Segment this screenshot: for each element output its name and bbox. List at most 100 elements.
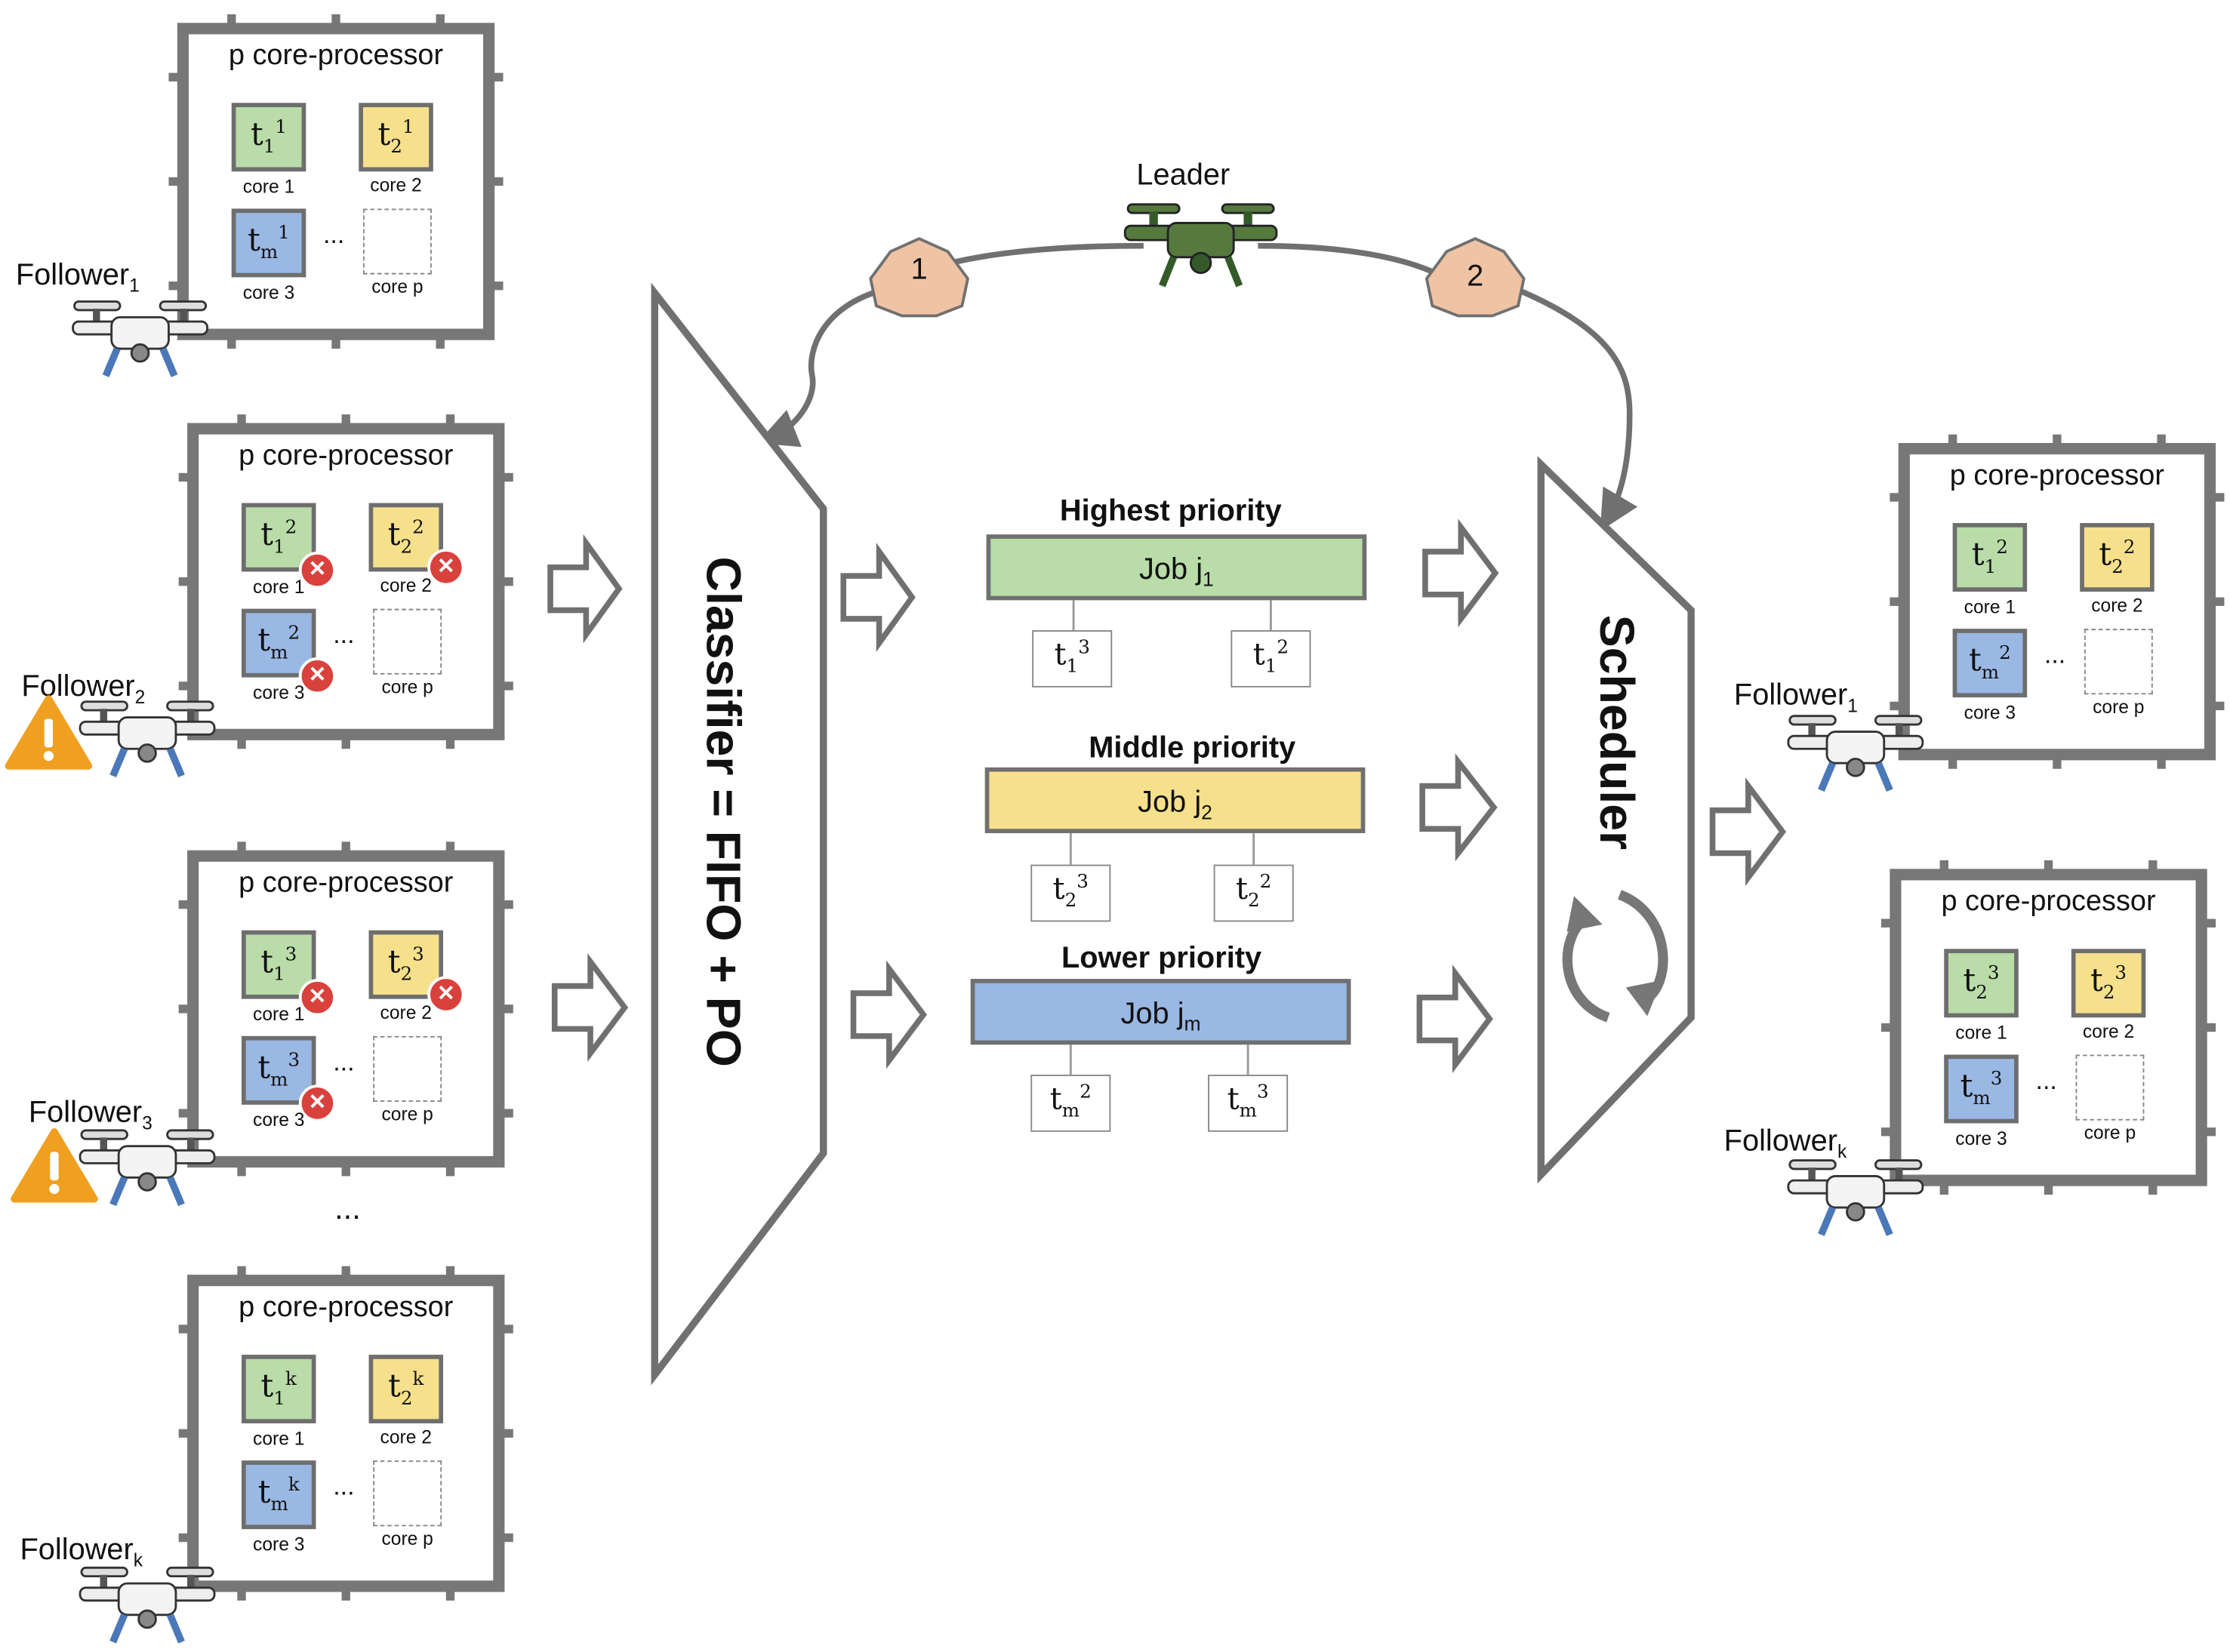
processor-pin [341,1266,350,1278]
core-2-label: core 2 [380,1426,432,1448]
processor-follower-1-left: p core-processor t11 core 1 t21 core 2 t… [168,14,504,349]
processor-pin [331,14,340,26]
processor-pin [2053,757,2062,769]
processor-pin [2044,860,2053,872]
follower-3-label: Follower3 [29,1096,152,1134]
core-2-label: core 2 [2082,1020,2135,1042]
arrow-to-classifier [756,287,883,448]
processor-title: p core-processor [1949,460,2164,492]
arrow-f3-to-classifier [551,953,629,1062]
processor-pin [178,577,190,586]
job-high-heading: Highest priority [1059,494,1282,528]
processor-pin [226,14,236,26]
task-t2-k: t2k [368,1355,444,1424]
processor-follower-2: p core-processor t12 ✕ core 1 t22 ✕ core… [178,414,513,749]
processor-follower-k-left: p core-processor t1k core 1 t2k core 2 t… [178,1266,513,1601]
job-low-sub: m [1184,1012,1201,1035]
processor-title: p core-processor [239,867,454,900]
task-t1-1: t11 [231,103,306,172]
processor-pin [2148,1183,2158,1195]
processor-follower-3: p core-processor t13 ✕ core 1 t23 ✕ core… [178,841,513,1177]
core-1-label: core 1 [242,175,295,198]
more-followers-ellipsis: ... [334,1190,361,1226]
processor-pin [236,1589,246,1601]
follower-index: 1 [1847,694,1858,717]
processor-pin [1890,492,1902,502]
core-3-label: core 3 [253,681,305,703]
classifier-label: Classifier = FIFO + PO [695,556,750,1067]
follower-index: 3 [142,1112,152,1134]
empty-core-p [373,1035,442,1102]
processor-pin [2213,597,2225,606]
processor-pin [1880,1127,1893,1137]
scheduler-label: Scheduler [1588,614,1643,851]
task-t1-2: t12 [242,503,316,572]
job-high-name: Job j [1139,552,1203,586]
ellipsis: ... [322,220,345,249]
core-3-label: core 3 [253,1533,305,1555]
failed-icon: ✕ [298,657,336,695]
follower-2-drone-icon [79,696,216,786]
processor-pin [2148,860,2158,872]
follower-name: Follower [1723,1124,1837,1158]
ellipsis: ... [2035,1066,2057,1095]
processor-pin [446,1164,455,1177]
processor-pin [236,1164,246,1177]
processor-title: p core-processor [239,1291,454,1324]
failed-icon: ✕ [298,551,336,589]
processor-pin [1948,757,1957,769]
processor-pin [1890,702,1902,711]
processor-pin [446,414,455,426]
processor-pin [491,177,504,186]
empty-core-p [373,608,442,675]
processor-pin [178,681,190,691]
processor-follower-k-right: p core-processor t23 core 1 t23 core 2 t… [1880,860,2216,1195]
core-p-label: core p [381,1527,433,1549]
core-3-label: core 3 [1964,701,2016,724]
processor-pin [178,1324,190,1334]
processor-pin [501,1004,513,1014]
core-3-label: core 3 [1955,1127,2007,1149]
processor-pin [436,337,445,349]
processor-pin [446,737,455,749]
task-tm-3-assigned: tm3 [1944,1054,2019,1124]
processor-pin [168,281,180,291]
follower-index: 1 [129,274,140,297]
arrow-classifier-to-high [840,543,916,652]
follower-1-right-drone-icon [1787,710,1924,800]
task-tm-3: tm3 [242,1035,316,1105]
processor-pin [178,1004,190,1014]
step-1-badge [869,237,969,318]
follower-name: Follower [1733,678,1848,712]
core-1-label: core 1 [1955,1021,2007,1044]
processor-pin [168,72,180,82]
processor-pin [446,1266,455,1278]
processor-pin [2204,1127,2216,1137]
processor-pin [446,1589,455,1601]
job-middle-task-a: t23 [1030,864,1111,922]
core-2-label: core 2 [380,574,432,596]
processor-pin [436,14,445,26]
core-1-label: core 1 [1964,595,2016,618]
processor-pin [491,72,504,82]
arrow-scheduler-to-followers [1709,777,1787,887]
follower-name: Follower [15,258,130,292]
processor-pin [341,737,350,749]
ellipsis: ... [2044,640,2066,669]
job-high-bar: Job j1 [986,534,1367,601]
task-t2-2-assigned: t22 [2080,523,2155,592]
processor-pin [501,1429,513,1438]
follower-k-left-drone-icon [79,1562,216,1652]
cycle-arrow-bottom-head [1566,896,1603,932]
arrow-f2-to-classifier [547,534,623,644]
task-t2-3b-assigned: t23 [2071,949,2146,1018]
empty-core-p [2075,1054,2145,1121]
arrow-high-to-scheduler [1422,518,1499,628]
processor-pin [341,1589,350,1601]
task-tm-2: tm2 [242,608,316,678]
core-3-label: core 3 [253,1109,305,1131]
processor-pin [236,737,246,749]
processor-pin [2157,434,2167,446]
processor-pin [501,681,513,691]
